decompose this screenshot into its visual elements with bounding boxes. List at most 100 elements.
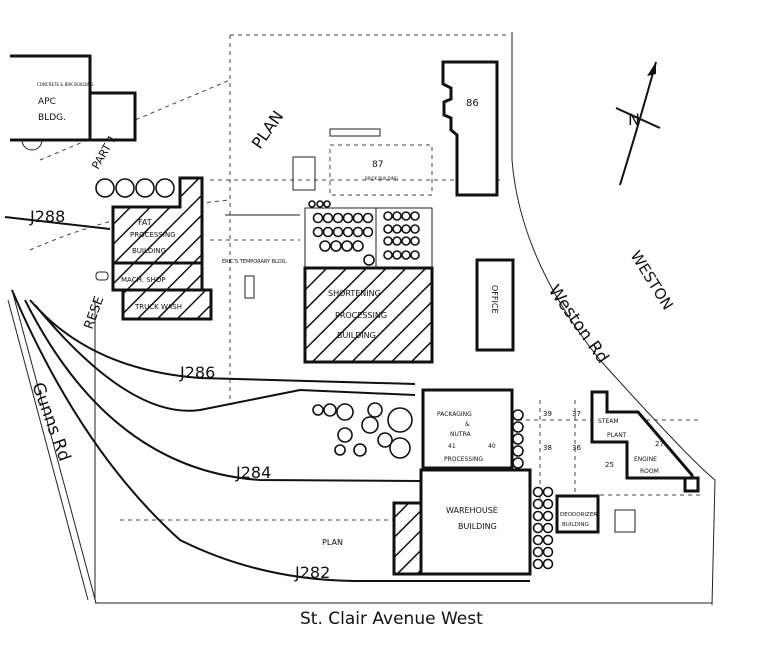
steam-label-1: STEAM <box>598 418 619 425</box>
storage-tank <box>401 236 411 246</box>
storage-tank <box>342 212 354 224</box>
storage-tank <box>512 445 524 457</box>
storage-tank <box>532 546 544 558</box>
track-label-j286: J286 <box>179 363 215 382</box>
storage-tank <box>383 236 393 246</box>
storage-tank <box>361 416 379 434</box>
roads <box>7 32 716 606</box>
north-arrow-icon: N <box>615 61 661 186</box>
fat-label-3: BUILDING <box>132 247 166 255</box>
machine-shop-label: MACH. SHOP <box>121 276 166 284</box>
storage-tank <box>323 200 331 208</box>
storage-tank <box>352 240 364 252</box>
packaging-nutra-building: PACKAGING & NUTRA 41 40 PROCESSING <box>421 388 514 470</box>
packaging-label-3: NUTRA <box>450 431 471 438</box>
storage-tank <box>342 226 354 238</box>
shortening-label-2: PROCESSING <box>335 311 387 320</box>
storage-tank <box>532 486 544 498</box>
packaging-lot-41: 41 <box>448 443 456 450</box>
lot-25: 25 <box>605 461 614 469</box>
deodorizer-building: DEODORIZER BUILDING <box>555 494 636 534</box>
storage-tank <box>332 212 344 224</box>
storage-tank <box>353 443 367 457</box>
north-label: N <box>628 110 640 129</box>
storage-tank <box>322 212 334 224</box>
deodorizer-label-2: BUILDING <box>562 522 589 528</box>
storage-tank <box>336 403 354 421</box>
st-clair-avenue-label: St. Clair Avenue West <box>300 609 483 629</box>
storage-tank <box>392 236 402 246</box>
storage-tank <box>401 211 411 221</box>
storage-tank <box>542 510 554 522</box>
plan-label-bottom: PLAN <box>322 538 343 547</box>
storage-tank <box>383 224 393 234</box>
storage-tank <box>512 457 524 469</box>
storage-tank <box>341 240 353 252</box>
packaging-label-1: PACKAGING <box>437 411 472 418</box>
storage-tank <box>542 534 554 546</box>
packaging-label-4: PROCESSING <box>444 456 483 463</box>
temporary-building-label: ERIC'S TEMPORARY BLDG. <box>222 259 288 265</box>
track-j288 <box>4 216 111 230</box>
track-j286-spur <box>34 304 416 412</box>
warehouse-label-2: BUILDING <box>458 522 497 531</box>
storage-tank <box>316 200 324 208</box>
storage-tank <box>542 558 554 570</box>
storage-tank <box>512 433 524 445</box>
storage-tank <box>387 407 413 433</box>
lot-38: 38 <box>543 444 552 452</box>
lot-39: 39 <box>543 410 552 418</box>
storage-tank <box>362 212 374 224</box>
lot-37: 37 <box>572 410 581 418</box>
storage-tank <box>512 409 524 421</box>
shortening-label-3: BUILDING <box>337 331 376 340</box>
tank-farm <box>304 200 433 269</box>
storage-tank <box>532 534 544 546</box>
apc-label-2: BLDG. <box>38 113 66 123</box>
office-label: OFFICE <box>490 285 499 314</box>
track-j282 <box>11 289 530 582</box>
storage-tank <box>362 226 374 238</box>
storage-tank <box>532 510 544 522</box>
storage-tank <box>392 250 402 260</box>
weston-caps-label: WESTON <box>627 248 677 314</box>
plan-label-top: PLAN <box>248 107 288 152</box>
warehouse-label-1: WAREHOUSE <box>446 506 498 515</box>
packaging-lot-40: 40 <box>488 443 496 450</box>
storage-tank <box>401 224 411 234</box>
fat-label-2: PROCESSING <box>130 231 176 239</box>
steam-plant-engine-room: STEAM PLANT ENGINE ROOM <box>590 390 700 493</box>
apc-sub-label: CONCRETE & BRK BUILDING <box>37 82 94 87</box>
fat-label-1: FAT <box>138 218 152 227</box>
storage-tank <box>410 224 420 234</box>
storage-tank <box>332 226 344 238</box>
storage-tank <box>95 178 115 198</box>
storage-tank <box>383 250 393 260</box>
storage-tank <box>401 250 411 260</box>
building-87: 87 BRICK BUILDING <box>292 128 433 196</box>
storage-tank <box>337 427 353 443</box>
building-87-sub: BRICK BUILDING <box>365 176 398 181</box>
storage-tank <box>363 254 375 266</box>
storage-tank <box>532 498 544 510</box>
storage-tank <box>392 211 402 221</box>
lot-numbers: 39 37 38 36 25 27 <box>543 410 664 469</box>
tank-column <box>312 402 554 570</box>
storage-tank <box>377 432 393 448</box>
warehouse-building: WAREHOUSE BUILDING <box>392 468 532 576</box>
rail-tracks: J288 J286 J284 J282 <box>4 207 530 582</box>
track-j284 <box>24 299 421 482</box>
engine-label-1: ENGINE <box>634 456 657 463</box>
shortening-label-1: SHORTENING <box>328 289 381 298</box>
storage-tank <box>352 212 364 224</box>
storage-tank <box>512 421 524 433</box>
steam-label-2: PLANT <box>607 432 627 439</box>
storage-tank <box>410 236 420 246</box>
lot-27: 27 <box>655 440 664 448</box>
storage-tank <box>319 240 331 252</box>
building-87-label: 87 <box>372 160 383 170</box>
storage-tank <box>312 212 324 224</box>
machine-shop <box>111 261 204 292</box>
storage-tank <box>392 224 402 234</box>
